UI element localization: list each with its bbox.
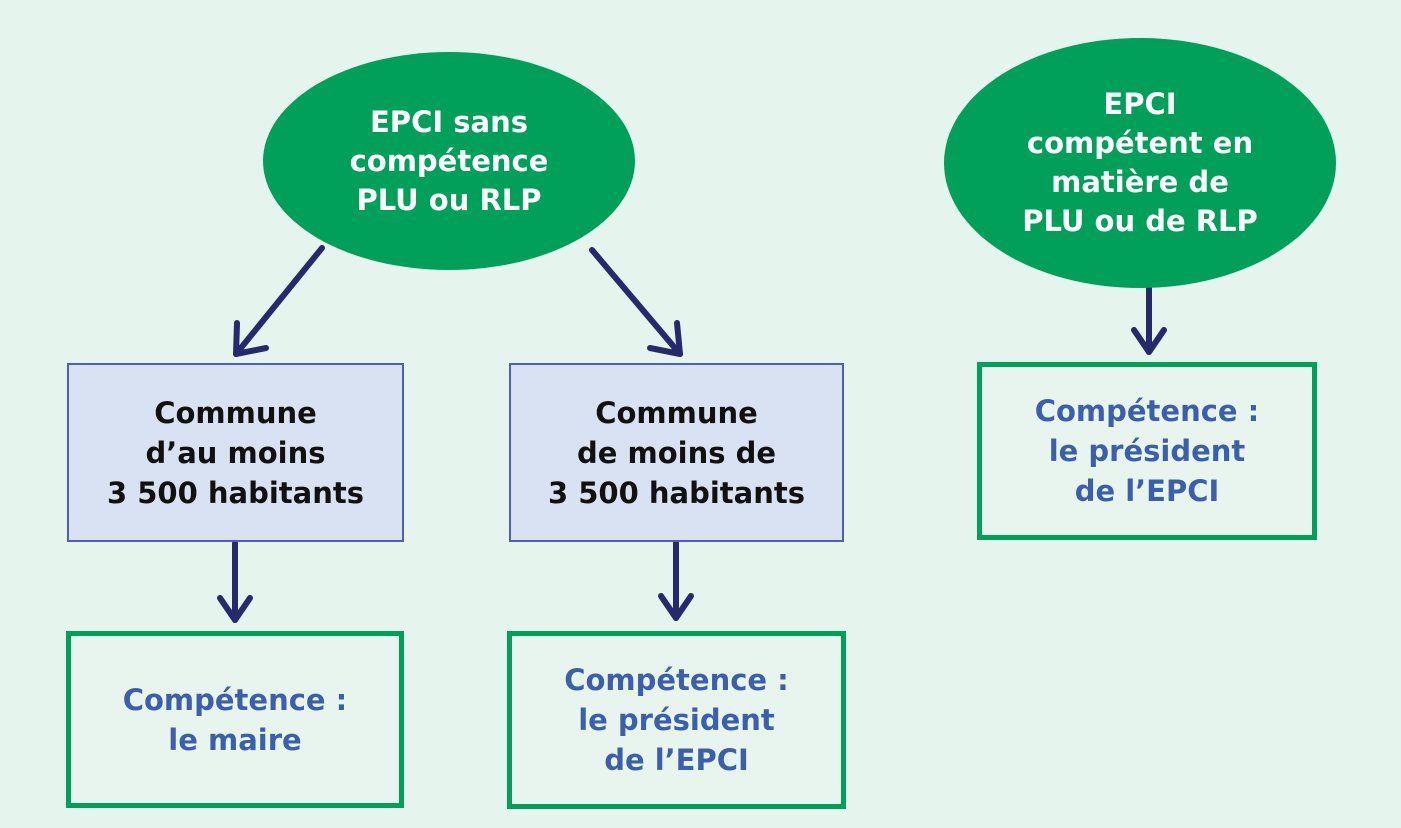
arrow-epci-to-commune-au-moins	[233, 245, 325, 357]
arrow-commune-au-moins-to-maire	[217, 540, 253, 623]
epci-competent-node: EPCI compétent en matière de PLU ou de R…	[944, 38, 1336, 288]
competence-president-label-2: Compétence : le président de l’EPCI	[1034, 394, 1260, 508]
epci-sans-competence-label: EPCI sans compétence PLU ou RLP	[349, 104, 549, 217]
commune-au-moins-box: Commune d’au moins 3 500 habitants	[67, 363, 404, 542]
competence-president-box-1: Compétence : le président de l’EPCI	[507, 631, 846, 809]
competence-president-label-1: Compétence : le président de l’EPCI	[564, 663, 789, 777]
epci-sans-competence-node: EPCI sans compétence PLU ou RLP	[263, 52, 635, 270]
commune-au-moins-label: Commune d’au moins 3 500 habitants	[106, 395, 365, 510]
commune-moins-label: Commune de moins de 3 500 habitants	[547, 395, 806, 510]
competence-maire-box: Compétence : le maire	[66, 631, 404, 808]
arrow-epci-competent-to-president	[1131, 284, 1167, 355]
arrow-commune-moins-to-president	[658, 540, 694, 621]
competence-maire-label: Compétence : le maire	[122, 682, 348, 757]
commune-moins-box: Commune de moins de 3 500 habitants	[509, 363, 844, 542]
arrow-epci-to-commune-moins	[589, 247, 683, 357]
competence-president-box-2: Compétence : le président de l’EPCI	[977, 362, 1317, 540]
epci-competent-label: EPCI compétent en matière de PLU ou de R…	[1022, 87, 1258, 238]
